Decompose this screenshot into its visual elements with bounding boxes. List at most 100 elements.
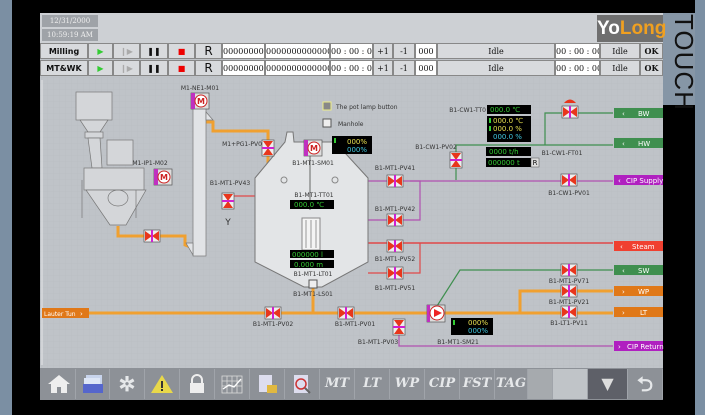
status-text: Idle — [437, 43, 555, 59]
home-button[interactable] — [42, 369, 76, 399]
batch-id: 0000000000000 — [265, 60, 330, 76]
network-button[interactable]: ✲ — [110, 369, 145, 399]
cw-flow-display: 0000 t/h — [489, 148, 519, 156]
line-tag-wp[interactable]: ›WP — [614, 286, 663, 296]
reset-button[interactable]: R — [195, 60, 222, 76]
valve-cw1-ft01[interactable] — [561, 99, 579, 119]
report-button[interactable] — [250, 369, 285, 399]
svg-text:›: › — [618, 343, 621, 351]
step-button[interactable]: ❙▶ — [113, 43, 140, 59]
elapsed-time: 00 : 00 : 00 — [330, 60, 373, 76]
valve-pv51[interactable] — [386, 266, 404, 280]
search-button[interactable] — [285, 369, 320, 399]
valve-pv21[interactable] — [560, 284, 578, 298]
line-tag-sw[interactable]: ‹SW — [614, 265, 663, 275]
valve-pg1-pv0[interactable] — [261, 139, 275, 157]
step-time: 00 : 00 : 00 — [555, 60, 600, 76]
stop-button[interactable]: ■ — [168, 43, 195, 59]
plus-one-button[interactable]: +1 — [373, 43, 393, 59]
pump-sm21[interactable] — [426, 304, 446, 323]
label: B1-MT1-PV01 — [335, 321, 375, 328]
pause-button[interactable]: ❚❚ — [140, 43, 168, 59]
manhole-button[interactable] — [322, 118, 332, 128]
fst-button[interactable]: FST — [460, 369, 495, 399]
elapsed-time: 00 : 00 : 00 — [330, 43, 373, 59]
valve-pv71[interactable] — [560, 263, 578, 277]
totalizer-reset-button[interactable]: R — [530, 157, 540, 168]
pause-button[interactable]: ❚❚ — [140, 60, 168, 76]
label: M1+PG1-PV0 — [222, 141, 262, 148]
dropdown-button[interactable]: ▼ — [588, 369, 628, 399]
line-tag-cip-return[interactable]: ›CIP Return — [614, 341, 664, 351]
label: B1-MT1-PV71 — [549, 278, 589, 285]
label: B1-MT1-PV02 — [253, 321, 293, 328]
drain-icon: Y — [224, 218, 231, 228]
valve-pv52[interactable] — [386, 239, 404, 253]
valve-pv03[interactable] — [392, 318, 406, 336]
motor-ip1-m02[interactable] — [153, 168, 173, 186]
wp-button[interactable]: WP — [390, 369, 425, 399]
valve-pv42[interactable] — [386, 213, 404, 227]
reset-button[interactable]: R — [195, 43, 222, 59]
valve-cw1-pv01[interactable] — [560, 173, 578, 187]
sm01-output-display: 000% — [347, 146, 367, 154]
valve-lt1-pv11[interactable] — [560, 305, 578, 319]
label: B1-MT1-PV52 — [375, 256, 415, 263]
pot-lamp-button[interactable] — [322, 101, 332, 111]
displays: 000% 000% B1-MT1-TT01 000.0 ℃ 000000 l 0… — [290, 105, 531, 335]
label: B1-MT1-LS01 — [293, 291, 333, 298]
svg-text:R: R — [533, 159, 538, 167]
plus-one-button[interactable]: +1 — [373, 60, 393, 76]
svg-text:‹: ‹ — [622, 110, 625, 118]
valve-mill-outlet[interactable] — [143, 229, 161, 243]
database-button[interactable] — [76, 369, 110, 399]
step-time: 00 : 00 : 00 — [555, 43, 600, 59]
mt-button[interactable]: MT — [320, 369, 355, 399]
alarm-button[interactable] — [145, 369, 180, 399]
svg-text:›: › — [622, 288, 625, 296]
trend-button[interactable] — [215, 369, 250, 399]
valve-pv43[interactable] — [221, 192, 235, 210]
manhole-label: Manhole — [338, 121, 364, 128]
header-bar: 12/31/2000 10:59:19 AM YoLong — [40, 13, 666, 43]
date-display: 12/31/2000 — [42, 15, 98, 27]
triangle-down-icon: ▼ — [601, 374, 614, 393]
process-name: MT&WK — [40, 60, 88, 76]
line-tag-lauter-tun[interactable]: Lauter Tun› — [42, 308, 89, 318]
bezel-left — [0, 0, 12, 415]
valve-pv02[interactable] — [264, 306, 282, 320]
label: B1-MT1-LT01 — [294, 271, 333, 278]
svg-text:‹: ‹ — [622, 140, 625, 148]
sm01-speed-display: 000% — [347, 138, 367, 146]
stop-button[interactable]: ■ — [168, 60, 195, 76]
line-tag-lt[interactable]: ›LT — [614, 307, 663, 317]
cip-button[interactable]: CIP — [425, 369, 460, 399]
step-button[interactable]: ❙▶ — [113, 60, 140, 76]
cw-setpoint-display: 000.0 ℃ — [493, 117, 523, 125]
network-icon: ✲ — [118, 372, 136, 396]
ok-button[interactable]: OK — [640, 60, 663, 76]
line-tag-hw[interactable]: ‹HW — [614, 138, 663, 148]
line-tag-bw[interactable]: ‹BW — [614, 108, 663, 118]
line-tag-steam[interactable]: ‹Steam — [614, 241, 663, 251]
start-button[interactable]: ▶ — [88, 60, 113, 76]
motor-sm01[interactable] — [303, 139, 323, 157]
tt01-temp-display: 000.0 ℃ — [294, 201, 324, 209]
line-tag-cip-supply[interactable]: ‹CIP Supply — [614, 175, 663, 185]
valve-pv01[interactable] — [337, 306, 355, 320]
lock-button[interactable] — [180, 369, 215, 399]
start-button[interactable]: ▶ — [88, 43, 113, 59]
level-switch-ls01[interactable] — [308, 279, 318, 289]
minus-one-button[interactable]: -1 — [393, 60, 415, 76]
back-button[interactable]: ⮌ — [628, 369, 663, 399]
lt-button[interactable]: LT — [355, 369, 390, 399]
motor-ne1-m01[interactable] — [190, 92, 210, 110]
valve-cw1-pv02[interactable] — [449, 151, 463, 169]
yolong-logo: YoLong — [597, 15, 666, 42]
minus-one-button[interactable]: -1 — [393, 43, 415, 59]
valve-pv41[interactable] — [386, 174, 404, 188]
ok-button[interactable]: OK — [640, 43, 663, 59]
tag-button[interactable]: TAG — [495, 369, 528, 399]
